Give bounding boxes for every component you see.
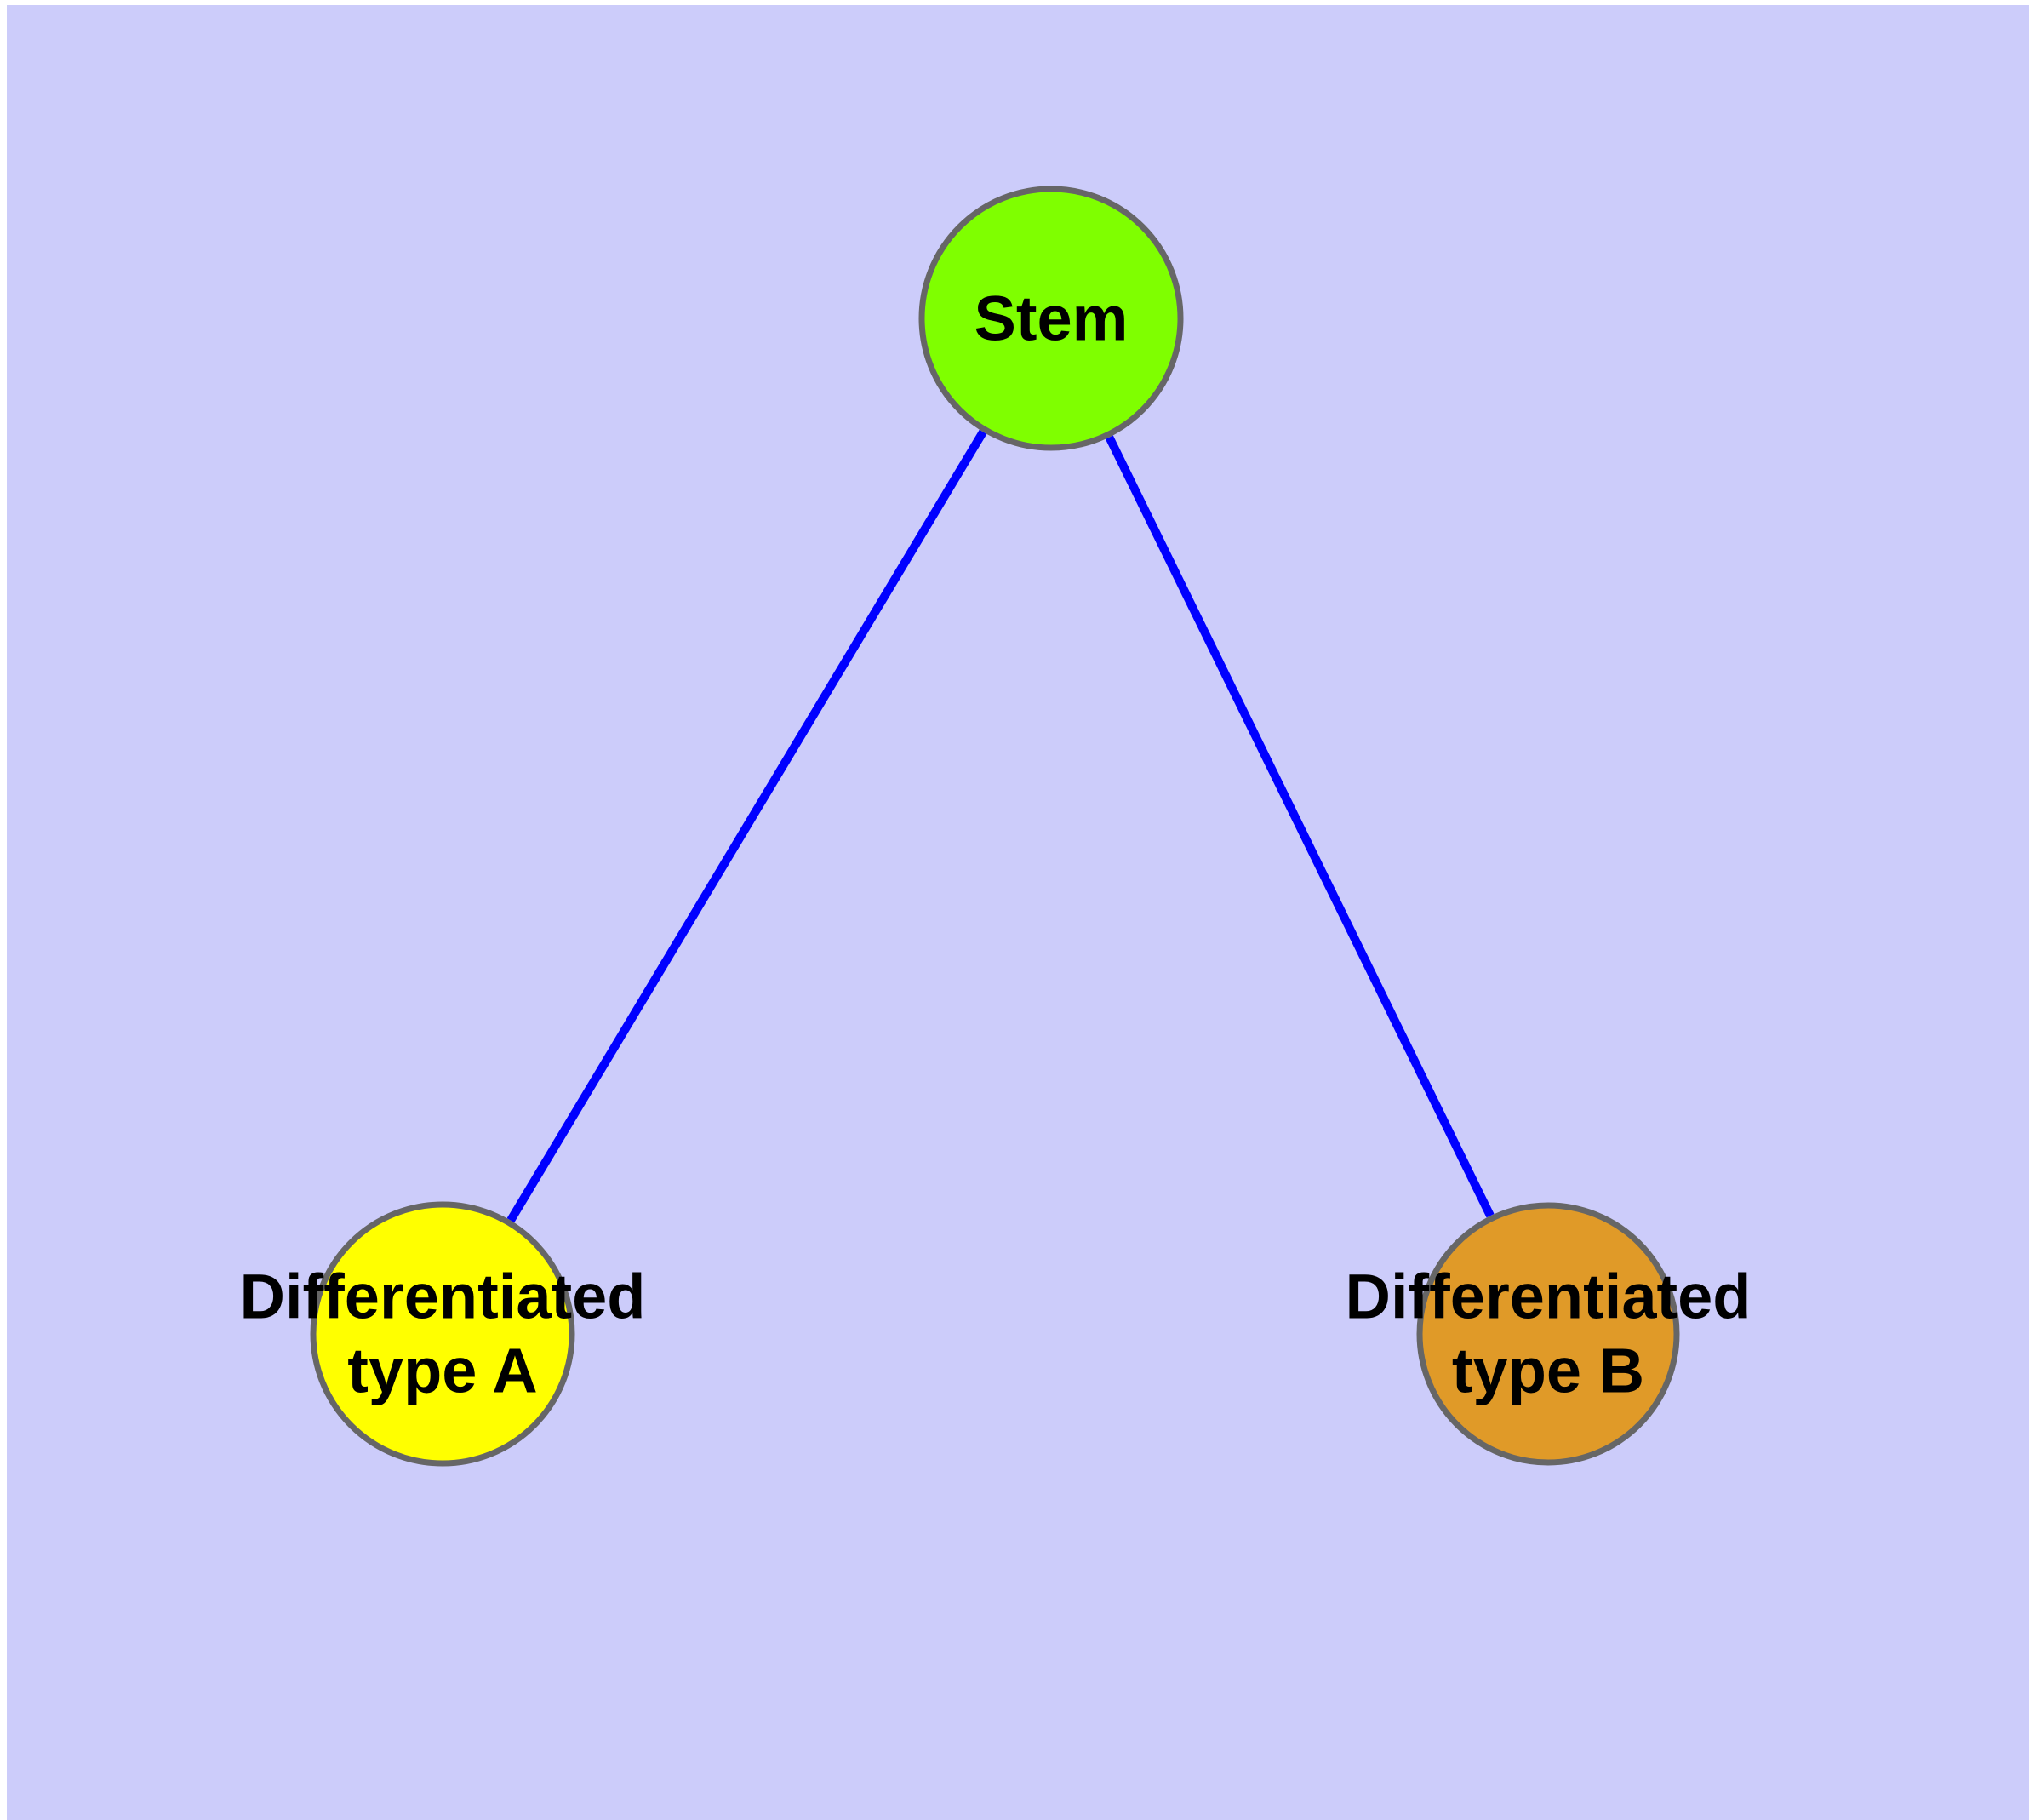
- node-layer: [310, 186, 1680, 1467]
- graph-node-diff_a[interactable]: [310, 1201, 575, 1467]
- graph-edge-stem-to-a[interactable]: [506, 429, 987, 1223]
- graph-edge-stem-to-b[interactable]: [1105, 435, 1495, 1218]
- graph-node-stem[interactable]: [918, 186, 1184, 451]
- graph-node-diff_b[interactable]: [1416, 1202, 1680, 1466]
- edge-layer: [506, 429, 1495, 1223]
